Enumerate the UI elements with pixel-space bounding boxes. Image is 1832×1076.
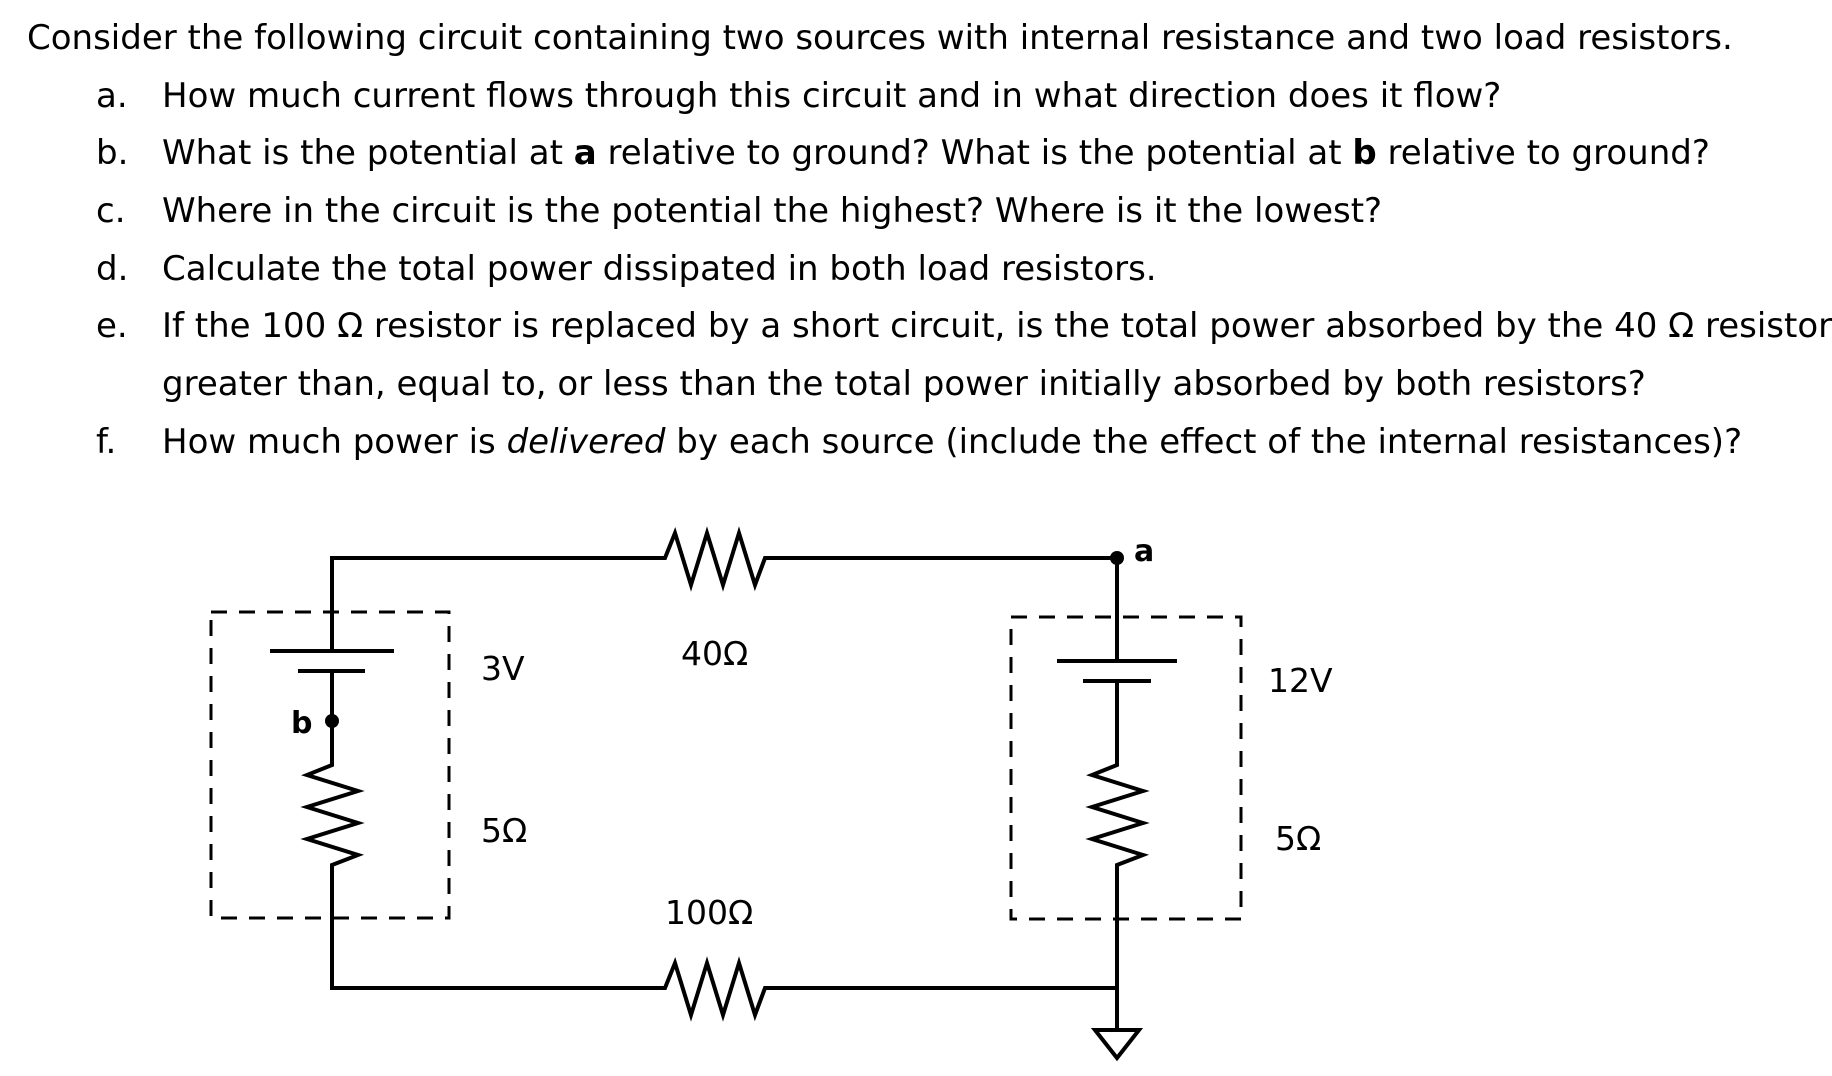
question-c-text: Where in the circuit is the potential th… [162,191,1383,231]
right-source-voltage-label: 12V [1268,661,1333,700]
bottom-wire [330,956,1119,1022]
top-wire [330,526,1119,592]
question-b-bold-b: b [1352,133,1377,173]
question-f-part1: How much power is [162,422,507,462]
question-f-letter: f. [96,422,117,462]
question-e-letter: e. [96,306,128,346]
question-b-text: What is the potential at a relative to g… [162,133,1710,173]
question-e-line2: greater than, equal to, or less than the… [162,364,1646,404]
question-d-letter: d. [96,249,129,289]
left-source-voltage-label: 3V [481,649,525,688]
question-a-text: How much current flows through this circ… [162,76,1502,116]
left-source-box [209,610,451,920]
question-b-part2: relative to ground? What is the potentia… [596,133,1353,173]
question-f-italic: delivered [506,422,666,462]
question-b-part1: What is the potential at [162,133,574,173]
node-a-dot [1110,551,1124,565]
question-b-bold-a: a [573,133,597,173]
right-internal-resistor [1085,679,1150,990]
question-e-line1: If the 100 Ω resistor is replaced by a s… [162,306,1832,346]
right-internal-resistance-label: 5Ω [1275,819,1321,858]
node-b-label: b [291,706,312,741]
question-b-part3: relative to ground? [1376,133,1710,173]
question-a-letter: a. [96,76,128,116]
question-d-text: Calculate the total power dissipated in … [162,249,1157,289]
left-internal-resistor [300,669,365,990]
question-f-part2: by each source (include the effect of th… [665,422,1743,462]
top-resistor-label: 40Ω [681,634,748,673]
ground-symbol-icon [1090,1028,1144,1062]
question-b-letter: b. [96,133,129,173]
node-a-label: a [1134,534,1154,569]
bottom-resistor-label: 100Ω [665,893,753,932]
question-c-letter: c. [96,191,126,231]
question-f-text: How much power is delivered by each sour… [162,422,1742,462]
right-source-box [1009,615,1243,921]
left-internal-resistance-label: 5Ω [481,811,527,850]
node-b-dot [325,714,339,728]
problem-intro: Consider the following circuit containin… [27,18,1733,58]
